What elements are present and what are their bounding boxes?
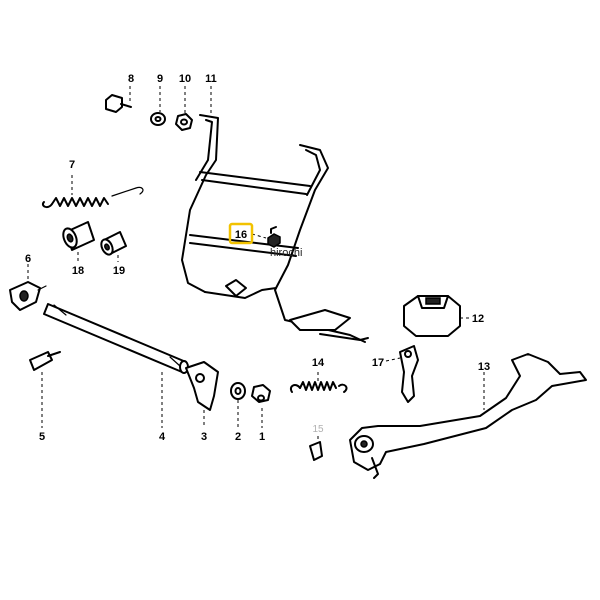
callout-13: 13 <box>478 361 490 373</box>
part-13-side-stand <box>349 353 587 479</box>
part-15-cotter-pin <box>309 436 323 461</box>
part-2-washer <box>230 382 246 428</box>
watermark-text: hirochi <box>270 247 302 259</box>
part-6-bushing <box>9 264 47 311</box>
callout-15: 15 <box>312 424 324 435</box>
part-18-bushing <box>62 221 95 262</box>
part-7-spring <box>42 175 144 209</box>
part-16-grease-nipple <box>251 226 281 248</box>
callout-16-highlight <box>228 222 254 245</box>
callout-5: 5 <box>39 431 45 443</box>
callout-16: 16 <box>235 229 247 241</box>
callout-7: 7 <box>69 159 75 171</box>
callout-4: 4 <box>159 431 166 443</box>
part-5-pin <box>29 351 61 428</box>
callout-8: 8 <box>128 73 134 85</box>
callout-19: 19 <box>113 265 125 277</box>
callout-14: 14 <box>312 357 325 369</box>
part-1-nut <box>251 384 271 428</box>
part-8-bolt <box>105 86 132 113</box>
part-12-rubber-pad <box>403 295 470 337</box>
part-10-nut <box>175 86 193 131</box>
part-11-center-stand <box>181 86 369 343</box>
callout-9: 9 <box>157 73 163 85</box>
part-4-pivot-shaft <box>43 303 189 428</box>
part-3-bracket <box>185 361 219 428</box>
part-14-spring <box>290 372 348 393</box>
callout-1: 1 <box>259 431 265 443</box>
callout-10: 10 <box>179 73 191 85</box>
part-9-washer <box>150 86 166 126</box>
callout-6: 6 <box>25 253 31 265</box>
callout-12: 12 <box>472 313 484 325</box>
part-19-bushing <box>100 231 127 262</box>
callout-18: 18 <box>72 265 84 277</box>
callout-11: 11 <box>205 73 217 85</box>
part-17-lever <box>385 345 419 403</box>
callout-2: 2 <box>235 431 241 443</box>
callout-3: 3 <box>201 431 207 443</box>
callout-17: 17 <box>372 357 384 369</box>
